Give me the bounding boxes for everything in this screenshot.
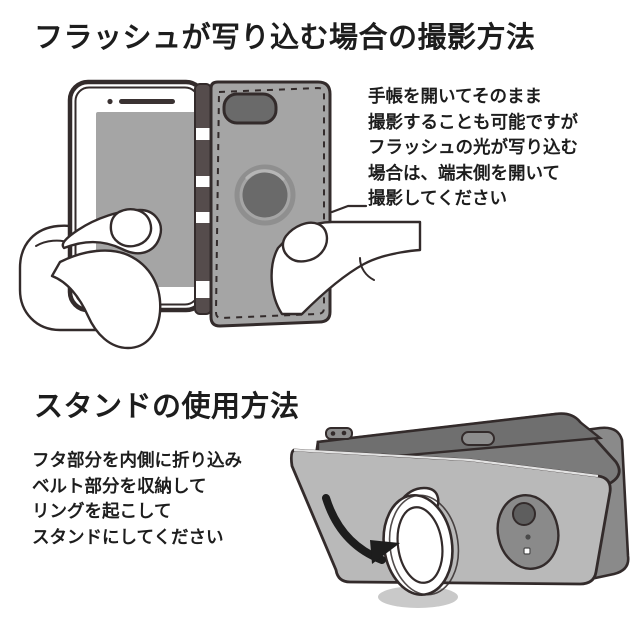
thumbnail (109, 208, 153, 248)
section-title-flash: フラッシュが写り込む場合の撮影方法 (34, 22, 536, 54)
camera-flash (523, 547, 531, 555)
cover-stitching (214, 86, 325, 320)
leader-line (330, 204, 368, 214)
stand-note-line-2: ベルト部分を収納して (32, 475, 207, 496)
camera-lens (512, 502, 536, 526)
thumbnail (281, 221, 329, 263)
smartphone-front (67, 79, 208, 313)
flash-note-text: 手帳を開いてそのまま 撮影することも可能ですが フラッシュの光が写り込む 場合は… (368, 84, 578, 212)
left-hand-thumb (50, 208, 163, 350)
right-hand-thumb (270, 220, 422, 316)
ring-highlight (245, 169, 285, 181)
stand-note-line-1: フタ部分を内側に折り込み (32, 450, 242, 470)
cover-finger-ring-face (242, 172, 288, 218)
cover-tab-2 (410, 468, 431, 487)
rotation-arrow (322, 494, 400, 564)
flash-note-line-5: 撮影してください (368, 188, 507, 208)
belt-loop (325, 427, 353, 440)
earpiece-speaker (119, 99, 175, 104)
cover-tab-1 (357, 462, 378, 481)
cover-flap-rear (554, 426, 630, 582)
folded-cover-flap (314, 412, 621, 498)
home-button (118, 287, 142, 311)
flash-note-line-4: 場合は、端末側を開いて (368, 162, 560, 183)
stand-note-line-3: リングを起こして (32, 501, 172, 521)
phone-inner-bezel (74, 86, 200, 306)
phone-outer-frame (67, 79, 207, 313)
case-spine (194, 83, 212, 315)
stand-note-line-4: スタンドにしてください (32, 526, 224, 547)
ring-shadow (378, 586, 458, 608)
section-title-stand: スタンドの使用方法 (34, 391, 300, 423)
flash-note-line-1: 手帳を開いてそのまま (368, 86, 542, 106)
microphone-hole (525, 534, 531, 540)
phone-screen (96, 112, 208, 287)
cover-camera-cutout (222, 92, 278, 125)
ring-hinge (397, 486, 440, 524)
rear-camera-bump (496, 494, 560, 570)
ring-stand (382, 486, 460, 597)
flash-note-line-3: フラッシュの光が写り込む (368, 137, 578, 157)
flash-note-line-2: 撮影することも可能ですが (368, 111, 578, 132)
stand-note-text: フタ部分を内側に折り込み ベルト部分を収納して リングを起こして スタンドにして… (32, 448, 242, 550)
left-hand (18, 224, 128, 332)
phone-back-panel (289, 448, 612, 586)
cover-finger-ring-outline (234, 164, 296, 226)
cover-top-face (316, 412, 604, 464)
cover-slot (461, 431, 495, 446)
flip-cover-back-panel (209, 80, 332, 328)
front-camera (107, 98, 113, 105)
